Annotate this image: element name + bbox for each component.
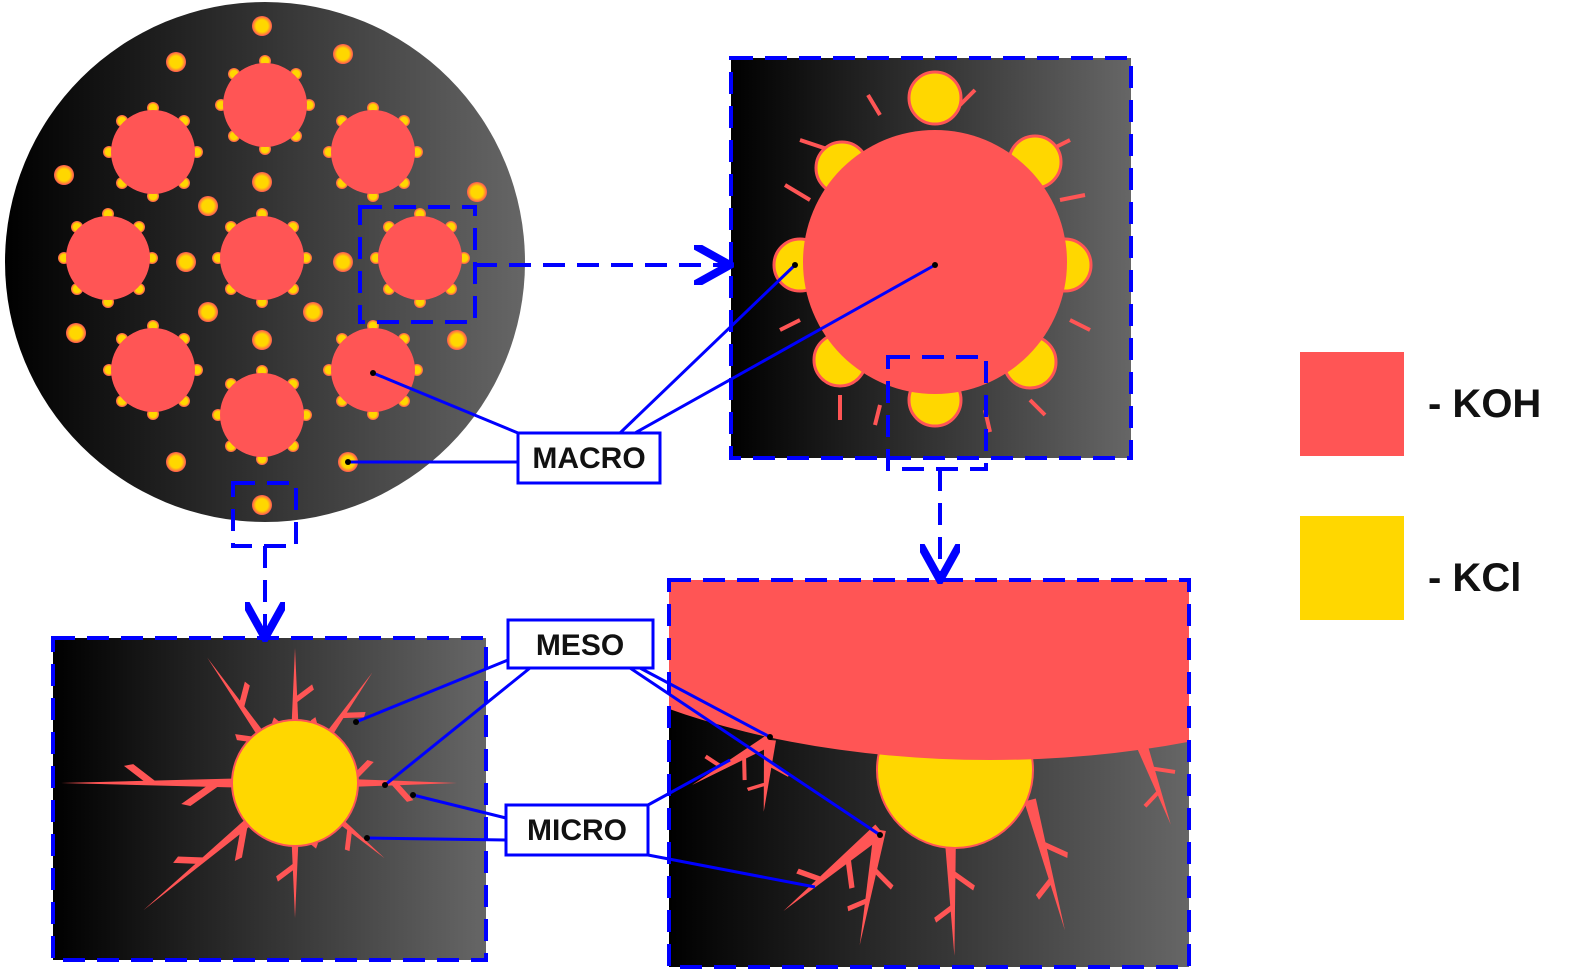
granule-edge-zoom-panel bbox=[667, 578, 1191, 969]
legend-label-kcl: - KCl bbox=[1428, 556, 1522, 600]
selection-box-edge bbox=[886, 355, 988, 471]
pellet-overview bbox=[5, 2, 525, 522]
macro-zoom-panel bbox=[729, 56, 1133, 471]
macro-label-text: MACRO bbox=[532, 442, 645, 475]
kcl-particle-zoom-panel bbox=[51, 636, 488, 962]
zoom-arrows bbox=[265, 265, 940, 634]
micro-label-text: MICRO bbox=[527, 814, 627, 847]
connector-lines bbox=[348, 263, 936, 889]
micro-label: MICRO bbox=[504, 803, 650, 857]
macro-label: MACRO bbox=[516, 431, 662, 485]
legend-swatch-koh bbox=[1300, 352, 1404, 456]
legend-swatch-kcl bbox=[1300, 516, 1404, 620]
pointer-dots bbox=[345, 262, 938, 841]
meso-label-text: MESO bbox=[536, 629, 624, 662]
meso-label: MESO bbox=[506, 618, 655, 670]
legend-label-koh: - KOH bbox=[1428, 382, 1542, 426]
